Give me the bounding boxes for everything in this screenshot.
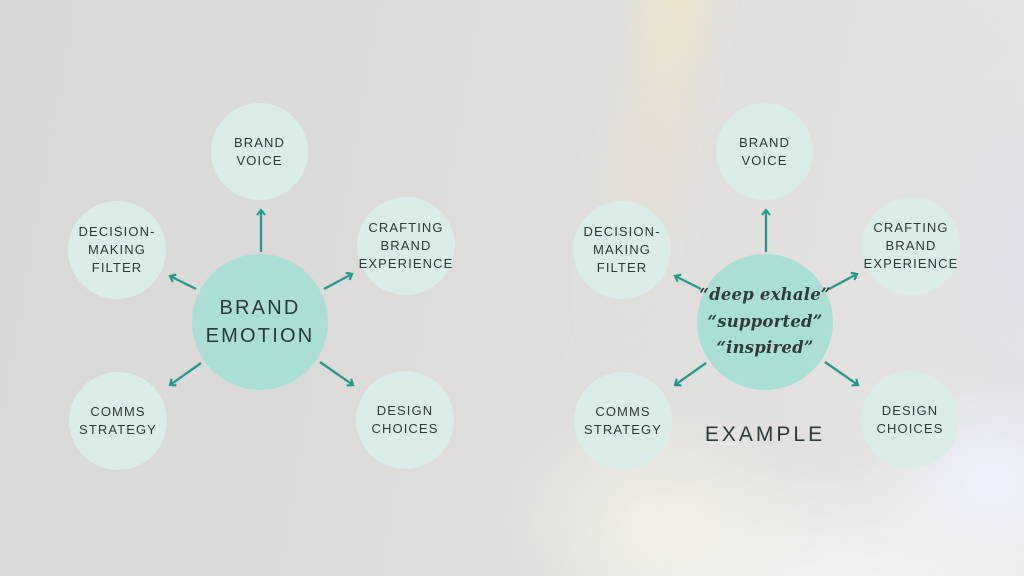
quote-line: “inspired”: [716, 338, 814, 358]
node-label-line: STRATEGY: [584, 422, 662, 437]
node-brand-voice: BRAND VOICE: [716, 103, 813, 200]
node-label-line: DECISION-: [583, 224, 661, 240]
node-label-line: COMMS: [90, 404, 146, 420]
node-label-line: EXPERIENCE: [863, 255, 959, 271]
node-label-line: COMMS: [595, 404, 651, 420]
node-emotion-words-center: “deep exhale” “supported” “inspired”: [697, 254, 833, 390]
example-caption: EXAMPLE: [704, 423, 826, 446]
node-comms-strategy: COMMS STRATEGY: [574, 372, 672, 470]
diagram-example: BRAND VOICE DECISION- MAKING FILTER CRAF…: [505, 0, 1010, 576]
center-label-line: EMOTION: [205, 325, 315, 347]
node-label-line: BRAND: [885, 238, 937, 254]
diagram-brand-emotion: BRAND VOICE DECISION- MAKING FILTER CRAF…: [0, 0, 505, 576]
node-crafting-brand-experience: CRAFTING BRAND EXPERIENCE: [357, 197, 455, 295]
node-brand-emotion-center: BRAND EMOTION: [192, 254, 328, 390]
node-label-line: DESIGN: [881, 403, 939, 419]
connector-arrows: [168, 208, 355, 387]
node-label-line: STRATEGY: [79, 422, 157, 437]
node-label-line: BRAND: [233, 134, 285, 150]
node-design-choices: DESIGN CHOICES: [861, 371, 959, 469]
quote-line: “supported”: [707, 311, 823, 331]
node-label-line: VOICE: [236, 152, 283, 168]
arrow-to-crafting-brand-experience: [323, 271, 354, 291]
node-label-line: BRAND: [738, 134, 790, 150]
node-label-line: VOICE: [741, 152, 788, 168]
node-comms-strategy: COMMS STRATEGY: [69, 372, 167, 470]
node-label-line: CHOICES: [876, 421, 944, 436]
arrow-to-crafting-brand-experience: [828, 271, 859, 291]
arrow-to-design-choices: [824, 361, 860, 387]
arrow-to-comms-strategy: [168, 362, 202, 387]
quote-line: “deep exhale”: [699, 285, 831, 305]
arrow-to-design-choices: [319, 361, 355, 387]
center-label-line: BRAND: [219, 297, 301, 319]
node-label-line: DECISION-: [78, 224, 156, 240]
node-label-line: FILTER: [596, 259, 648, 275]
arrow-to-decision-making-filter: [673, 273, 702, 291]
node-label-line: FILTER: [91, 259, 143, 275]
arrow-to-comms-strategy: [673, 362, 707, 387]
connector-arrows: [673, 208, 860, 387]
arrow-to-decision-making-filter: [168, 273, 197, 291]
node-label-line: DESIGN: [376, 403, 434, 419]
node-label-line: CHOICES: [371, 421, 439, 436]
node-decision-making-filter: DECISION- MAKING FILTER: [573, 201, 671, 299]
node-design-choices: DESIGN CHOICES: [356, 371, 454, 469]
node-brand-voice: BRAND VOICE: [211, 103, 308, 200]
node-label-line: MAKING: [593, 242, 651, 258]
node-decision-making-filter: DECISION- MAKING FILTER: [68, 201, 166, 299]
node-label-line: CRAFTING: [873, 220, 949, 236]
node-label-line: BRAND: [380, 238, 432, 254]
node-crafting-brand-experience: CRAFTING BRAND EXPERIENCE: [862, 197, 960, 295]
node-label-line: MAKING: [88, 242, 146, 258]
node-label-line: EXPERIENCE: [358, 255, 454, 271]
node-label-line: CRAFTING: [368, 220, 444, 236]
